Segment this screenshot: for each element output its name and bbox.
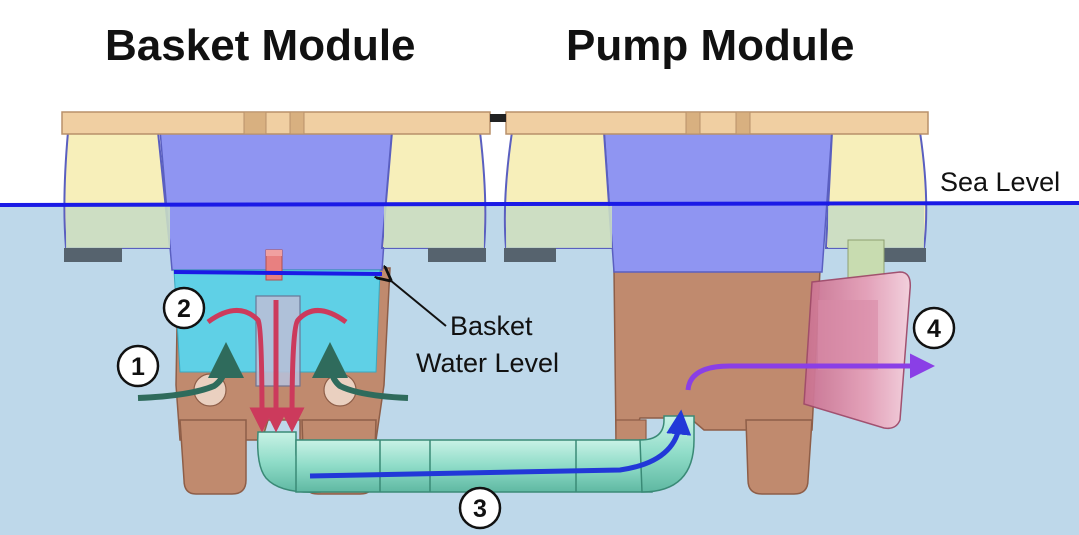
pump-module-leg-right — [745, 419, 813, 495]
basket-float-left-base — [64, 248, 122, 262]
marker-2: 2 — [162, 286, 206, 330]
pump-module — [503, 111, 929, 495]
basket-tray — [61, 111, 491, 135]
basket-tray-post — [243, 111, 267, 135]
marker-3: 3 — [458, 486, 502, 530]
basket-float-left-submerged — [66, 206, 170, 248]
marker-3-label: 3 — [473, 495, 487, 523]
basket-water-level-pointer — [390, 280, 447, 327]
pipe-flow-arrow — [309, 409, 692, 479]
inflow-arrow-left — [137, 342, 244, 401]
basket-tray-post — [289, 111, 305, 135]
basket-water-level-label-line2: Water Level — [416, 348, 559, 378]
marker-2-circle — [162, 286, 206, 330]
basket-water-level-label-line1: Basket — [450, 311, 533, 341]
pump-outlet-face — [818, 300, 878, 370]
pump-module-lower-body — [613, 269, 821, 441]
basket-float-right-base — [428, 248, 486, 262]
pump-module-leg-left — [615, 419, 647, 441]
basket-tank-upper — [159, 129, 393, 271]
pump-bracket — [847, 239, 885, 279]
marker-4: 4 — [912, 306, 956, 350]
basket-module-title: Basket Module — [105, 21, 416, 70]
marker-2-label: 2 — [177, 295, 191, 323]
pump-tray-post — [735, 111, 751, 135]
marker-4-label: 4 — [927, 315, 941, 343]
tray-gap-block — [490, 114, 506, 122]
basket-standpipe-cap — [266, 250, 282, 256]
pump-tank-upper — [603, 129, 833, 273]
marker-4-circle — [912, 306, 956, 350]
marker-1-label: 1 — [131, 353, 145, 381]
pump-module-title: Pump Module — [566, 21, 854, 70]
basket-float-right-submerged — [384, 206, 484, 248]
pipe-straight — [295, 439, 653, 493]
drain-arrow-left — [206, 308, 275, 433]
basket-module-leg-left — [179, 419, 247, 495]
basket-water-level-line — [173, 270, 383, 276]
drain-arrow-right — [279, 308, 348, 433]
pump-tray — [505, 111, 929, 135]
sea-level-label: Sea Level — [940, 167, 1060, 197]
inflow-arrow-right — [312, 342, 409, 401]
outflow-arrow — [685, 353, 935, 391]
pump-float-left-submerged — [506, 206, 612, 248]
basket-module — [61, 111, 491, 495]
sea-level-line — [0, 201, 1079, 207]
marker-1: 1 — [116, 344, 160, 388]
marker-1-circle — [116, 344, 160, 388]
pump-float-left-base — [504, 248, 556, 262]
pump-tray-post — [685, 111, 701, 135]
marker-3-circle — [458, 486, 502, 530]
